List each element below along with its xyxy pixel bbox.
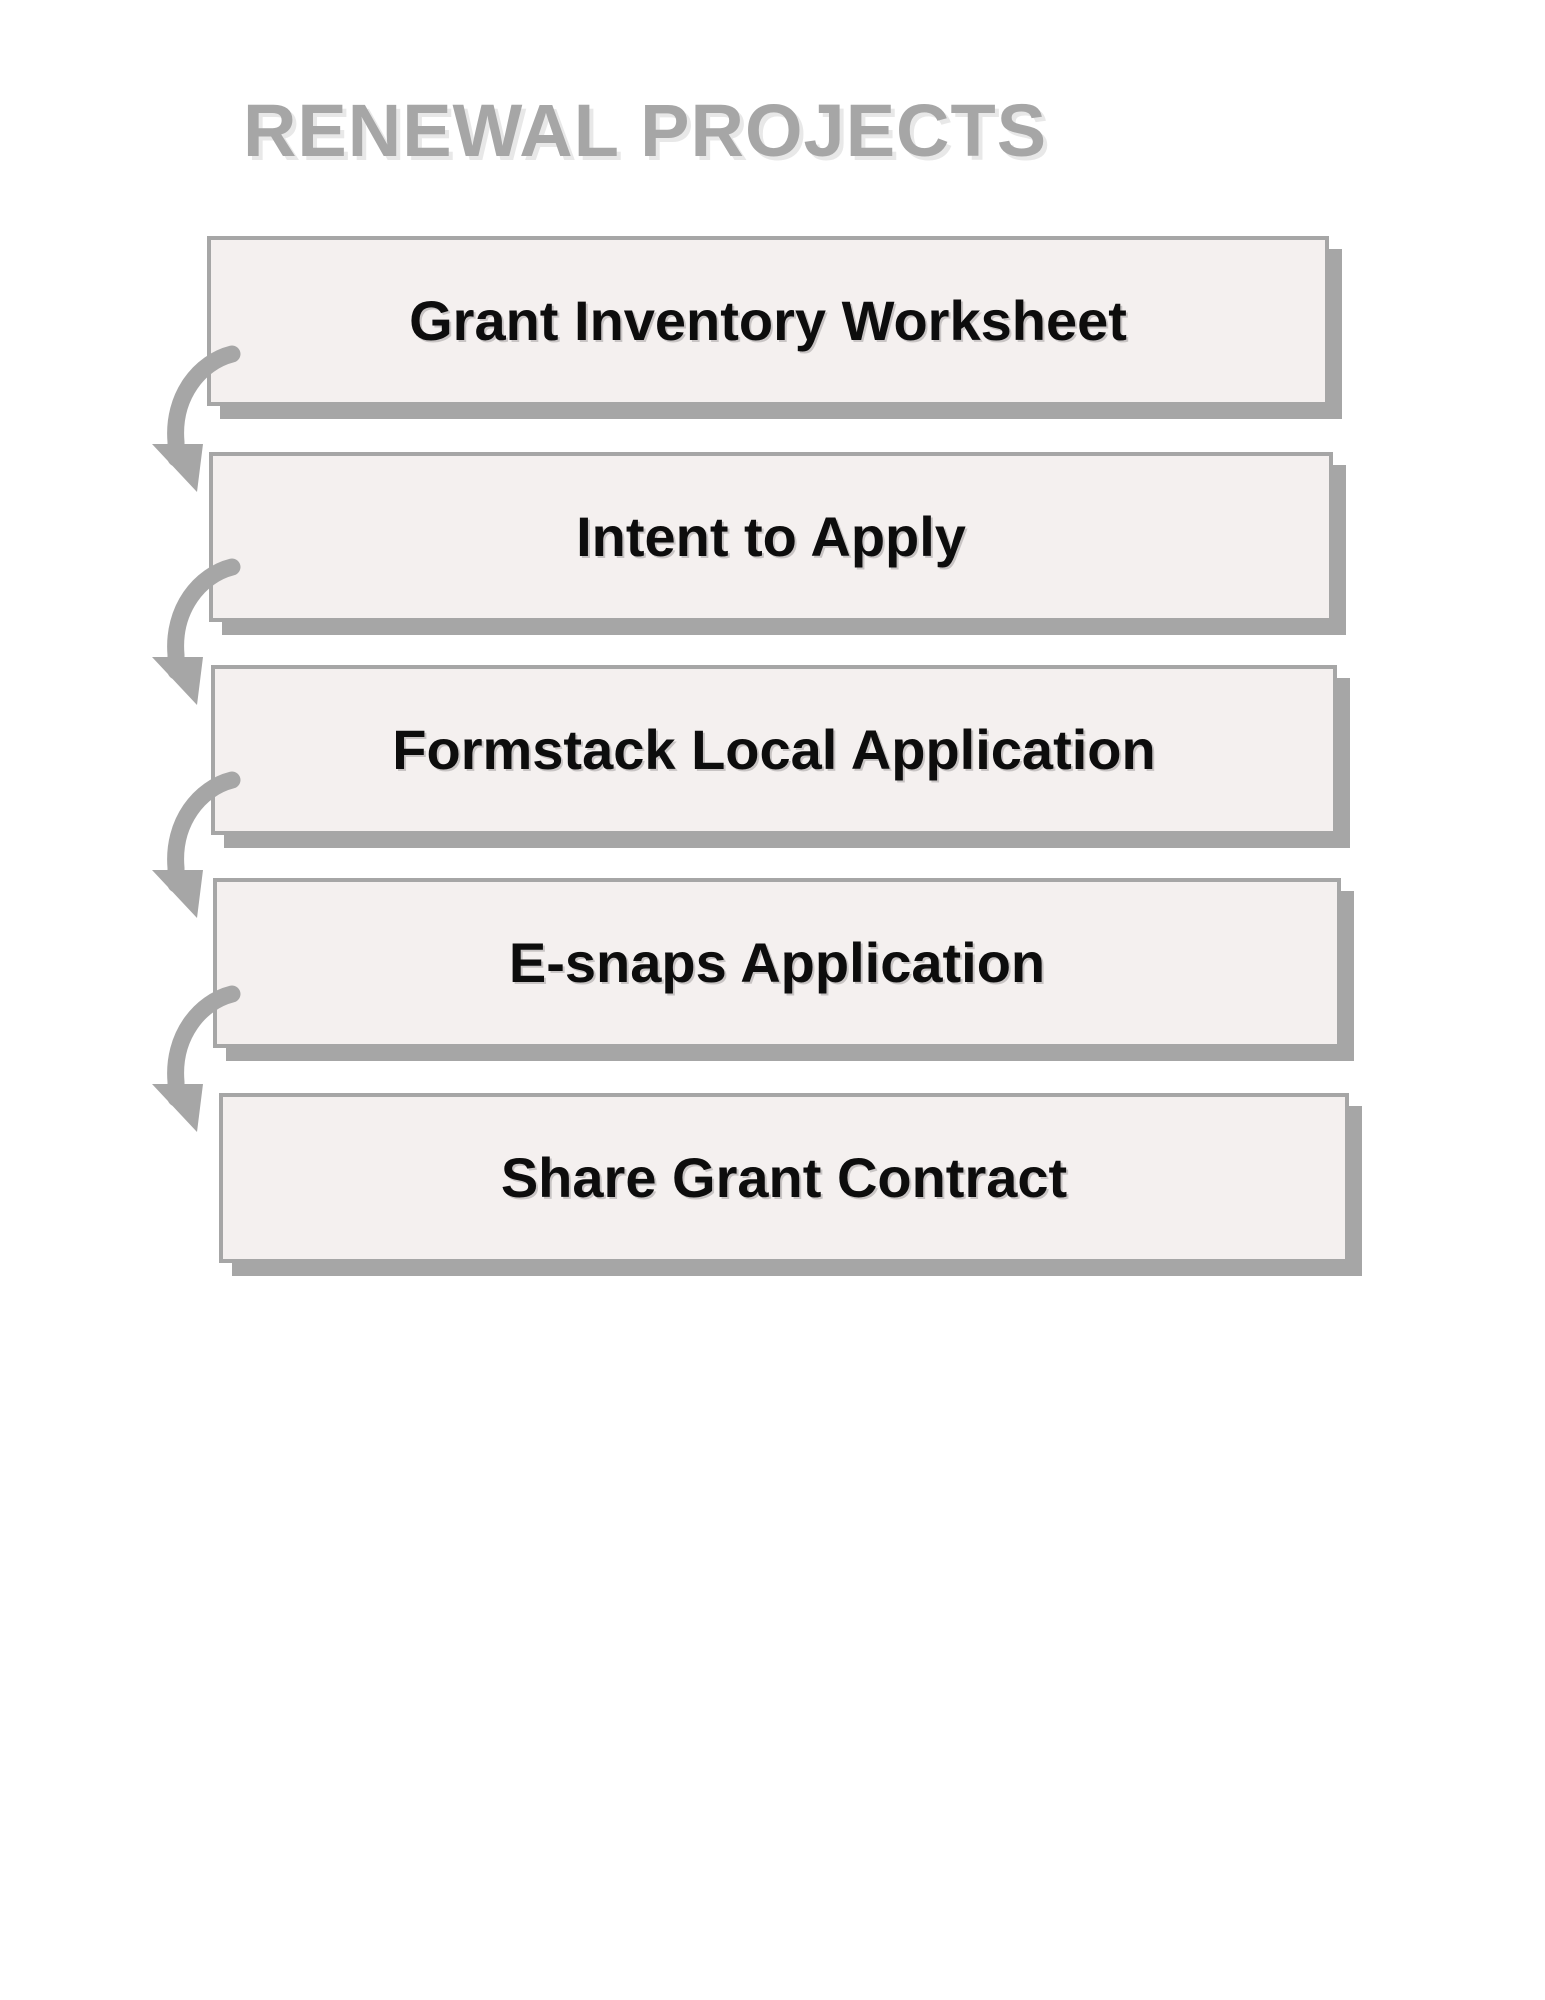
flow-node-step-4[interactable]: E-snaps Application: [213, 878, 1341, 1048]
flow-node-step-1[interactable]: Grant Inventory Worksheet: [207, 236, 1329, 406]
flow-node-label: Grant Inventory Worksheet: [409, 289, 1127, 353]
flow-node-step-5[interactable]: Share Grant Contract: [219, 1093, 1349, 1263]
flow-node-step-3[interactable]: Formstack Local Application: [211, 665, 1337, 835]
page-title: RENEWAL PROJECTS: [242, 89, 1048, 172]
flow-node-label: Intent to Apply: [576, 505, 966, 569]
flow-node-step-2[interactable]: Intent to Apply: [209, 452, 1333, 622]
flow-node-label: Formstack Local Application: [392, 718, 1156, 782]
flow-node-label: Share Grant Contract: [500, 1146, 1068, 1210]
flow-node-label: E-snaps Application: [508, 931, 1046, 995]
